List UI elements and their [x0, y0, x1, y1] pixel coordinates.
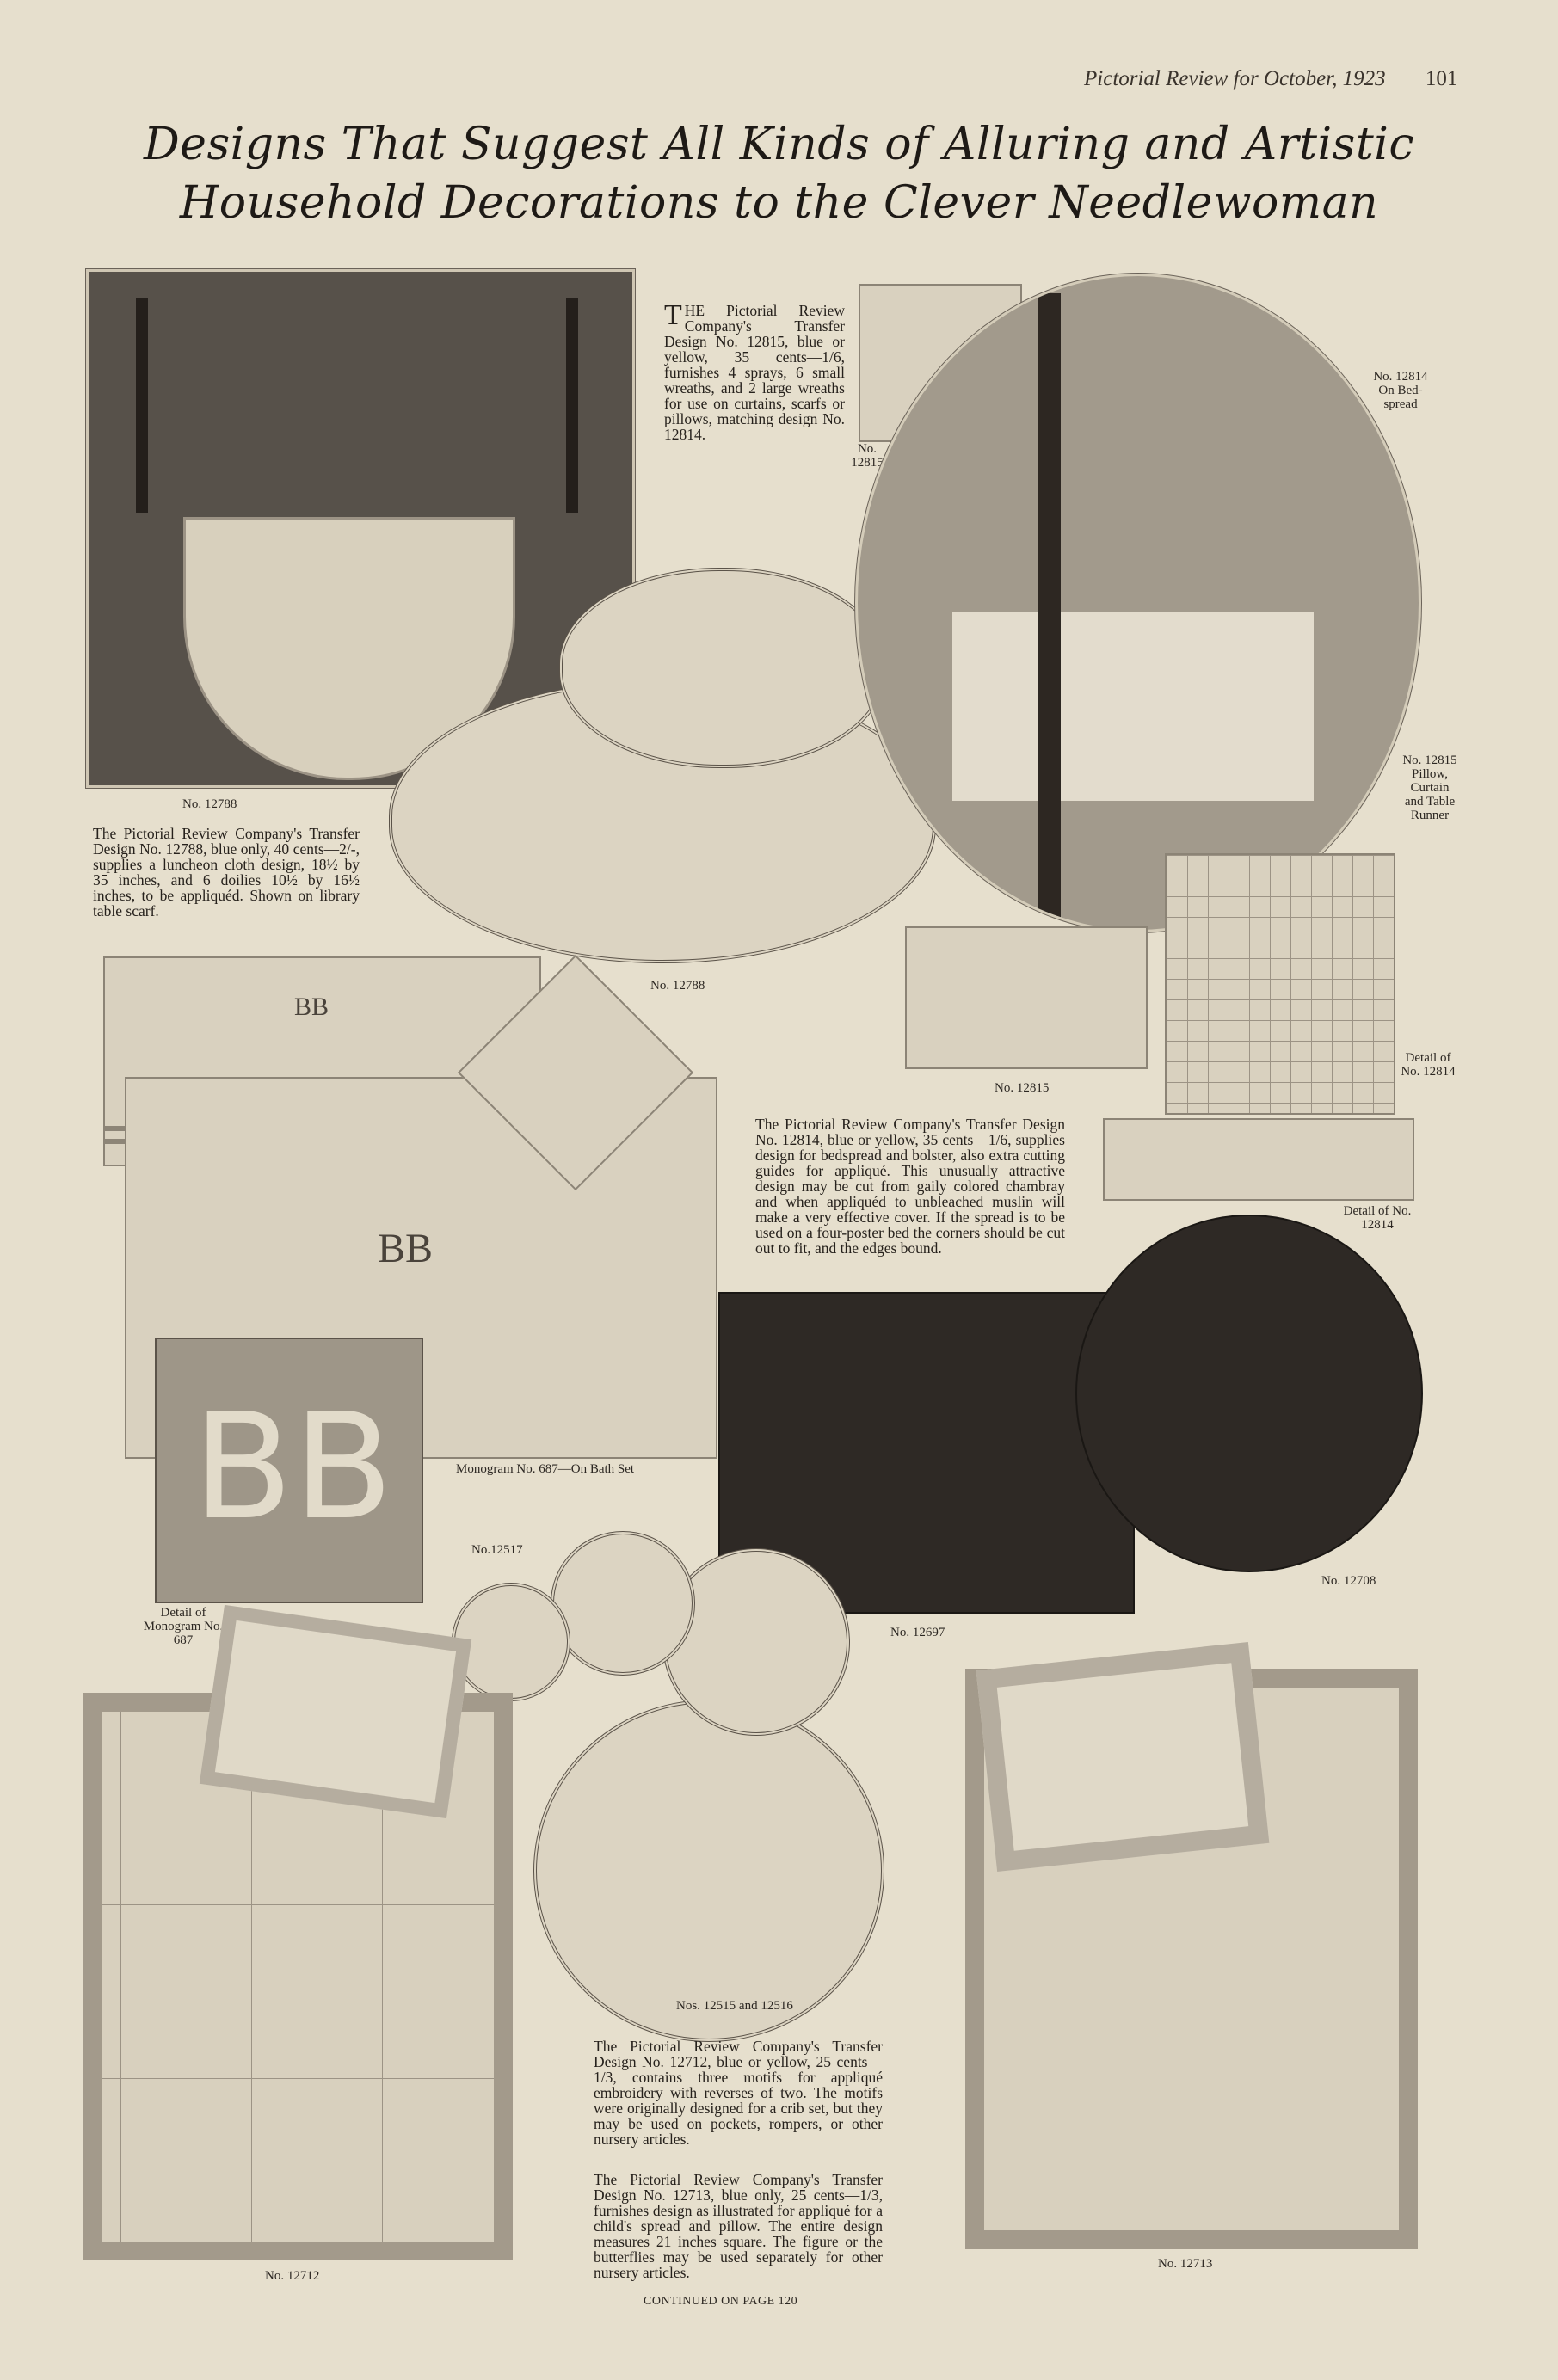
caption-687: Monogram No. 687—On Bath Set [456, 1462, 635, 1476]
page-number: 101 [1425, 67, 1458, 90]
round-cushion-12708 [1075, 1215, 1423, 1572]
running-head-text: Pictorial Review for October, 1923 [1084, 67, 1386, 90]
caption-687-detail: Detail of Monogram No. 687 [143, 1606, 224, 1647]
caption-12712: No. 12712 [265, 2269, 320, 2283]
page-title-line1: Designs That Suggest All Kinds of Alluri… [143, 119, 1415, 170]
page-title-line2: Household Decorations to the Clever Need… [179, 177, 1379, 229]
round-doily-medium [662, 1548, 850, 1736]
text-12713: The Pictorial Review Company's Transfer … [594, 2171, 883, 2281]
text-12788: The Pictorial Review Company's Transfer … [93, 825, 360, 919]
runner-12815 [905, 926, 1148, 1069]
running-head: Pictorial Review for October, 1923 101 [1084, 67, 1457, 91]
text-12815-body: HE Pictorial Review Company's Transfer D… [664, 302, 845, 443]
crib-pillow-12712 [199, 1604, 472, 1819]
round-doily-small-1 [551, 1531, 695, 1676]
luncheon-doily-small [559, 568, 886, 768]
round-doily-large [533, 1700, 884, 2042]
caption-12815-pillow: No. 12815 Pillow, Curtain and Table Runn… [1402, 753, 1457, 822]
monogram-detail-letters: BB [193, 1382, 394, 1553]
caption-12788-doilies: No. 12788 [650, 979, 705, 993]
detail-12814-strip [1103, 1118, 1414, 1201]
caption-12697: No. 12697 [890, 1626, 945, 1639]
caption-12814-detail2: Detail of No. 12814 [1343, 1204, 1412, 1232]
bedroom-photo [855, 274, 1421, 932]
continued-note: CONTINUED ON PAGE 120 [644, 2295, 798, 2308]
crib-spread-12712 [83, 1693, 513, 2260]
caption-12814-bed: No. 12814 On Bed-spread [1373, 370, 1428, 411]
child-pillow-12713 [976, 1642, 1270, 1872]
text-12814: The Pictorial Review Company's Transfer … [755, 1116, 1065, 1257]
towel-monogram: BB [294, 993, 329, 1021]
bedpost-image [1038, 293, 1061, 930]
detail-12814-panel [1165, 853, 1395, 1115]
candlestick-right-image [566, 298, 578, 513]
dropcap: T [664, 299, 682, 331]
caption-12713: No. 12713 [1158, 2257, 1213, 2271]
text-12712: The Pictorial Review Company's Transfer … [594, 2038, 883, 2148]
text-12815: T HE Pictorial Review Company's Transfer… [664, 299, 845, 443]
caption-12515-12516: Nos. 12515 and 12516 [676, 1999, 793, 2013]
caption-12708: No. 12708 [1321, 1574, 1376, 1588]
library-table-photo [86, 269, 635, 788]
caption-12517: No.12517 [471, 1543, 523, 1557]
caption-12788-photo: No. 12788 [182, 797, 237, 811]
candlestick-left-image [136, 298, 148, 513]
caption-12815-runner: No. 12815 [995, 1081, 1050, 1095]
caption-12815-small: No. 12815 [851, 442, 884, 470]
caption-12814-detail: Detail of No. 12814 [1401, 1051, 1456, 1079]
mat-monogram: BB [378, 1226, 434, 1271]
monogram-detail-panel: BB [155, 1338, 423, 1603]
bed-image [952, 612, 1314, 801]
